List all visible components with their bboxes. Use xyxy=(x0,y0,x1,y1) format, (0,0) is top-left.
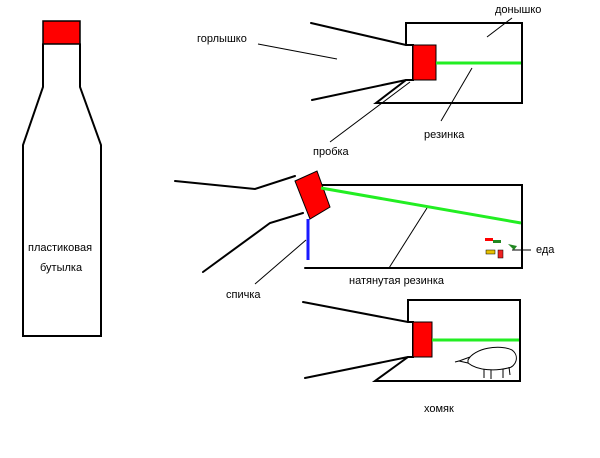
leader-neck xyxy=(257,43,338,60)
middle-band xyxy=(320,186,522,225)
bottle-cap xyxy=(42,20,81,45)
label-food: еда xyxy=(536,244,555,256)
label-match: спичка xyxy=(226,289,261,301)
middle-cork xyxy=(294,170,331,220)
bottom-cork xyxy=(412,321,433,358)
bottle-outline xyxy=(22,43,102,337)
leader-cork xyxy=(329,81,411,143)
leader-rubber-band xyxy=(440,67,473,122)
label-bottle-line2: бутылка xyxy=(40,262,83,274)
food-green-2 xyxy=(508,244,517,250)
label-cork: пробка xyxy=(313,146,349,158)
bottom-body-outline xyxy=(371,299,521,382)
food-green-1 xyxy=(493,240,501,243)
top-neck-outline xyxy=(310,22,414,101)
food-yellow xyxy=(485,249,496,255)
top-body-outline xyxy=(373,22,523,104)
plastic-bottle xyxy=(22,43,102,337)
label-bottom: донышко xyxy=(495,4,542,16)
food-red-box xyxy=(497,249,504,259)
label-rubber-band: резинка xyxy=(424,129,465,141)
trap-middle xyxy=(174,175,523,273)
middle-body-outline xyxy=(304,184,523,269)
label-bottle-line1: пластиковая xyxy=(28,242,93,254)
food-red xyxy=(485,238,493,241)
middle-bottom-rim xyxy=(202,212,304,273)
hamster-drawing xyxy=(454,346,517,379)
leader-match xyxy=(254,239,307,285)
label-neck: горлышко xyxy=(197,33,247,45)
label-hamster: хомяк xyxy=(424,403,454,415)
leader-bottom xyxy=(486,17,513,38)
leader-stretched-band xyxy=(388,207,428,269)
top-cork xyxy=(412,44,437,81)
food-pieces xyxy=(485,238,517,259)
middle-top-rim xyxy=(174,175,296,191)
label-stretched-band: натянутая резинка xyxy=(349,275,444,287)
